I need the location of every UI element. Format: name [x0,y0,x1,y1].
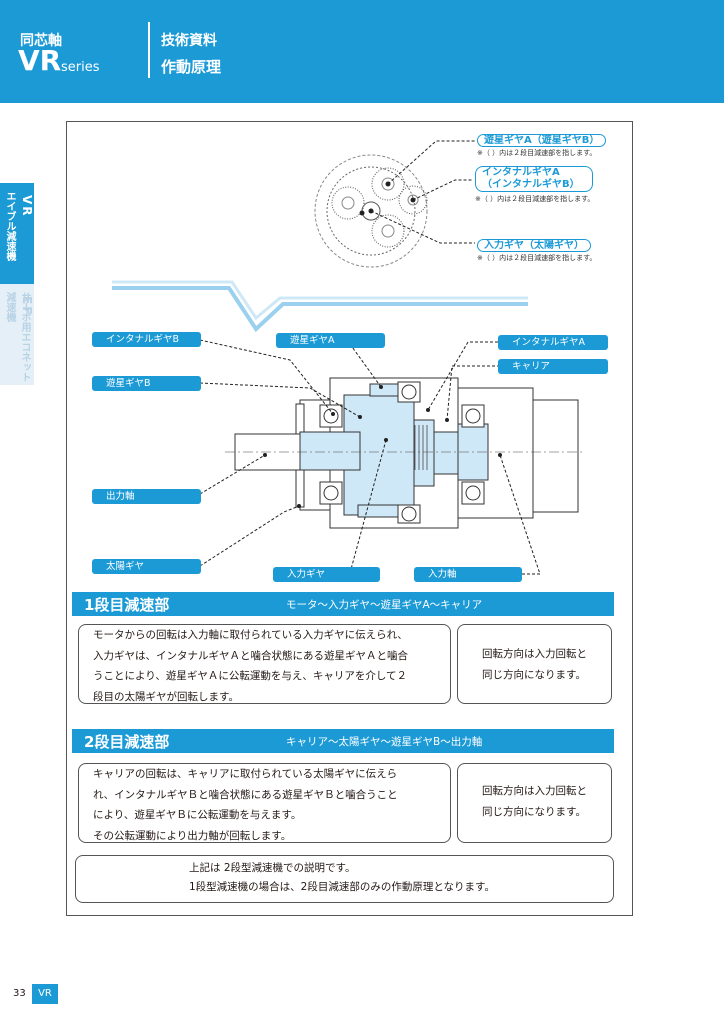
stage2-description-box: キャリアの回転は、キャリアに取付られている太陽ギヤに伝えら れ、インタナルギヤＢ… [78,763,451,843]
stage1-header: 1段目減速部 モータ～入力ギヤ～遊星ギヤA～キャリア [72,592,614,616]
label-sun-gear: 太陽ギヤ [92,559,201,574]
stage2-description: キャリアの回転は、キャリアに取付られている太陽ギヤに伝えら れ、インタナルギヤＢ… [93,768,398,842]
header-divider [148,22,150,78]
callout-note: ※（ ）内は２段目減速部を指します。 [477,149,597,157]
stage1-direction-box: 回転方向は入力回転と 同じ方向になります。 [457,624,612,704]
stage2-direction: 回転方向は入力回転と 同じ方向になります。 [482,785,587,818]
footer-series-tag: VR [32,984,58,1004]
content-frame [66,121,633,916]
side-tab-label: サーボ用エコネット減速機 [4,292,30,382]
callout-note: ※（ ）内は２段目減速部を指します。 [477,254,597,262]
callout-title: 遊星ギヤA（遊星ギヤB） [477,134,607,147]
side-tab-vr[interactable]: VR エイブル減速機 [0,183,34,284]
label-planet-gear-b: 遊星ギヤB [92,376,201,391]
stage2-direction-box: 回転方向は入力回転と 同じ方向になります。 [457,763,612,843]
series-suffix: series [61,60,100,75]
label-internal-gear-b: インタナルギヤB [92,332,201,347]
label-internal-gear-a: インタナルギヤA [498,335,608,350]
callout-title: インタナルギヤA （インタナルギヤB） [475,166,593,192]
callout-internal-gear: インタナルギヤA （インタナルギヤB） ※（ ）内は２段目減速部を指します。 [475,166,594,204]
page-number: 33 [13,988,26,999]
callout-planet-gear: 遊星ギヤA（遊星ギヤB） ※（ ）内は２段目減速部を指します。 [477,131,607,158]
stage1-subtitle: モータ～入力ギヤ～遊星ギヤA～キャリア [286,599,483,611]
gear-diagram [112,140,585,575]
series-category: 同芯軸 [20,33,62,49]
footnote-line-1: 上記は 2段型減速機での説明です。 [189,862,356,874]
stage2-header: 2段目減速部 キャリア～太陽ギヤ～遊星ギヤB～出力軸 [72,729,614,753]
stage1-description-box: モータからの回転は入力軸に取付られている入力ギヤに伝えられ、 入力ギヤは、インタ… [78,624,451,704]
side-tab-code: EF [20,296,34,317]
stage1-title: 1段目減速部 [84,596,170,614]
stage1-direction: 回転方向は入力回転と 同じ方向になります。 [482,648,587,681]
section-category: 技術資料 [161,33,217,49]
label-output-shaft: 出力軸 [92,489,201,504]
side-tab-ef[interactable]: EF サーボ用エコネット減速機 [0,284,34,385]
label-input-shaft: 入力軸 [414,567,522,582]
callout-title: 入力ギヤ（太陽ギヤ） [477,239,591,252]
label-input-gear: 入力ギヤ [273,567,380,582]
page-header: 同芯軸 VR series 技術資料 作動原理 [0,0,724,103]
side-tab-code: VR [20,195,34,218]
callout-note: ※（ ）内は２段目減速部を指します。 [475,195,595,203]
series-code: VR [18,44,62,77]
callout-input-gear: 入力ギヤ（太陽ギヤ） ※（ ）内は２段目減速部を指します。 [477,236,596,263]
footnote-line-2: 1段型減速機の場合は、2段目減速部のみの作動原理となります。 [189,881,495,893]
footnote-box: 上記は 2段型減速機での説明です。 1段型減速機の場合は、2段目減速部のみの作動… [75,855,614,903]
label-carrier: キャリア [498,359,608,374]
planetary-schematic [314,154,428,268]
side-tab-label: エイブル減速機 [4,191,15,261]
stage2-title: 2段目減速部 [84,733,170,751]
stage1-description: モータからの回転は入力軸に取付られている入力ギヤに伝えられ、 入力ギヤは、インタ… [93,629,408,703]
page-title: 作動原理 [161,58,222,76]
stage2-subtitle: キャリア～太陽ギヤ～遊星ギヤB～出力軸 [286,736,483,748]
label-planet-gear-a: 遊星ギヤA [276,333,385,348]
